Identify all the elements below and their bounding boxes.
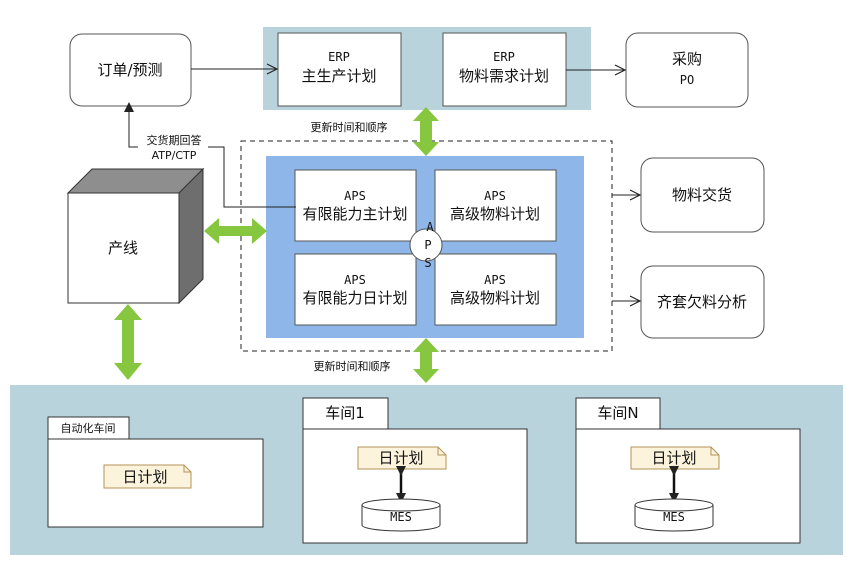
aps-cell3-label: 有限能力日计划 bbox=[302, 289, 407, 307]
material-delivery-label: 物料交货 bbox=[672, 186, 732, 204]
purchase-label: 采购 bbox=[672, 50, 702, 68]
production-line-label: 产线 bbox=[108, 239, 138, 257]
aps-material-plan-cell-2[interactable]: APS 高级物料计划 bbox=[434, 253, 557, 326]
order-forecast-node[interactable]: 订单/预测 bbox=[69, 33, 192, 107]
aps-cell1-label: 有限能力主计划 bbox=[302, 205, 407, 223]
aps-cell4-title: APS bbox=[484, 273, 506, 287]
update-order-label-bottom: 更新时间和顺序 bbox=[314, 359, 391, 373]
kit-shortage-node[interactable]: 齐套欠料分析 bbox=[640, 265, 765, 339]
erp-master-plan-title: ERP bbox=[328, 50, 350, 64]
erp-mrp-title: ERP bbox=[493, 50, 515, 64]
ws1-daily-plan-label: 日计划 bbox=[378, 449, 423, 467]
workshop-n[interactable]: 车间N 日计划 MES bbox=[575, 397, 801, 544]
ws1-mes-database: MES bbox=[361, 498, 441, 532]
production-aps-sync-arrow bbox=[204, 218, 267, 244]
wsn-mes-database: MES bbox=[634, 498, 714, 532]
wsn-mes-label: MES bbox=[663, 510, 685, 524]
workshop-n-tab: 车间N bbox=[597, 404, 638, 422]
ws1-daily-plan-note: 日计划 bbox=[357, 446, 447, 470]
aps-center-p: P bbox=[424, 238, 431, 252]
aps-daily-plan-cell[interactable]: APS 有限能力日计划 bbox=[294, 253, 417, 326]
erp-mrp-label: 物料需求计划 bbox=[459, 67, 549, 85]
aps-center-badge: A P S bbox=[409, 220, 443, 270]
erp-master-plan-node[interactable]: ERP 主生产计划 bbox=[277, 32, 402, 107]
aps-center-a: A bbox=[426, 220, 434, 234]
atp-label-bg bbox=[138, 131, 208, 163]
purchase-po-label: PO bbox=[680, 73, 694, 87]
ws1-mes-label: MES bbox=[390, 510, 412, 524]
aps-cell1-title: APS bbox=[344, 189, 366, 203]
atp-ctp-feedback-line bbox=[124, 102, 296, 208]
update-order-label-top: 更新时间和顺序 bbox=[311, 120, 388, 134]
aps-master-plan-cell[interactable]: APS 有限能力主计划 bbox=[294, 169, 417, 242]
aps-workshop-sync-arrow bbox=[413, 338, 439, 383]
aps-cell2-title: APS bbox=[484, 189, 506, 203]
wsn-daily-plan-note: 日计划 bbox=[630, 446, 720, 470]
order-forecast-label: 订单/预测 bbox=[97, 61, 162, 79]
wsn-daily-plan-label: 日计划 bbox=[651, 449, 696, 467]
purchase-po-node[interactable]: 采购 PO bbox=[625, 32, 749, 108]
workshop-1[interactable]: 车间1 日计划 MES bbox=[302, 397, 528, 544]
production-workshop-sync-arrow bbox=[114, 304, 142, 380]
aps-material-plan-cell-1[interactable]: APS 高级物料计划 bbox=[434, 169, 557, 242]
atp-label-line1: 交货期回答 bbox=[147, 133, 202, 147]
erp-aps-sync-arrow bbox=[413, 107, 439, 156]
auto-daily-plan-label: 日计划 bbox=[122, 468, 167, 486]
material-delivery-node[interactable]: 物料交货 bbox=[640, 157, 765, 233]
auto-daily-plan-note: 日计划 bbox=[103, 464, 192, 489]
aps-center-s: S bbox=[424, 256, 431, 270]
automated-workshop[interactable]: 自动化车间 日计划 bbox=[47, 416, 264, 528]
aps-cell2-label: 高级物料计划 bbox=[450, 205, 540, 223]
erp-master-plan-label: 主生产计划 bbox=[301, 67, 376, 85]
kit-shortage-label: 齐套欠料分析 bbox=[657, 293, 747, 311]
atp-label-line2: ATP/CTP bbox=[152, 149, 197, 162]
automated-workshop-tab: 自动化车间 bbox=[61, 421, 116, 435]
erp-mrp-node[interactable]: ERP 物料需求计划 bbox=[442, 32, 567, 107]
workshop-1-tab: 车间1 bbox=[325, 404, 365, 422]
aps-cell3-title: APS bbox=[344, 273, 366, 287]
aps-cell4-label: 高级物料计划 bbox=[450, 289, 540, 307]
production-line-cube[interactable]: 产线 bbox=[66, 167, 205, 305]
